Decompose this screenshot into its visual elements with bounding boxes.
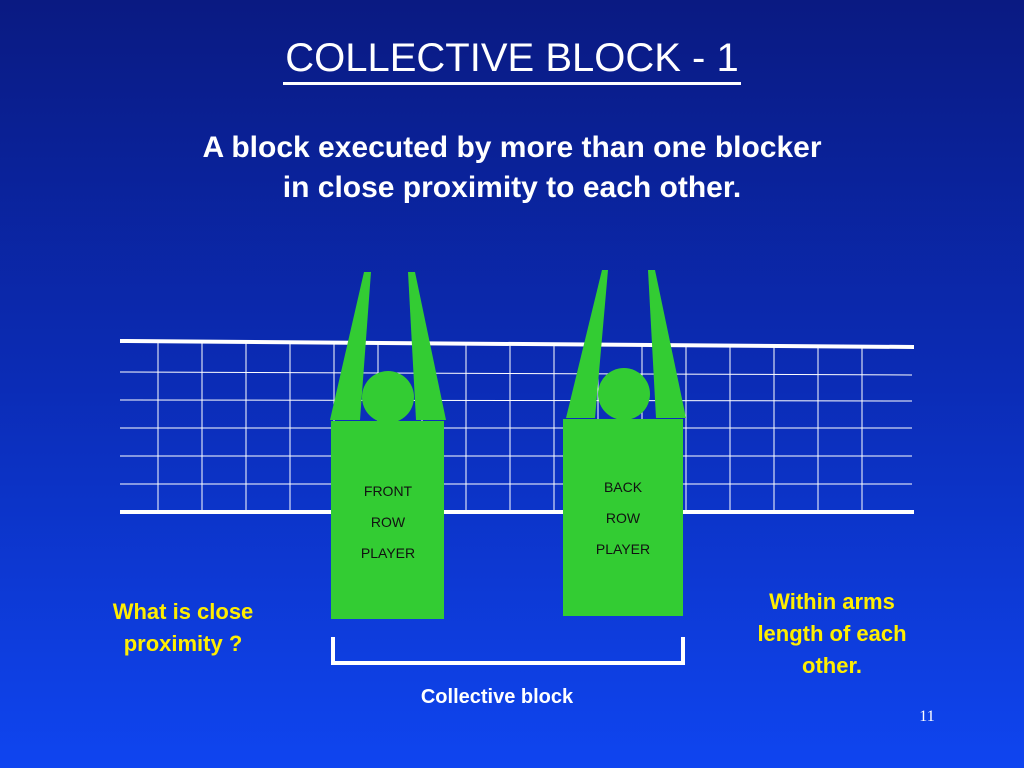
- front-player-label-line-3: PLAYER: [360, 545, 416, 561]
- close-proximity-question: What is close proximity ?: [70, 596, 296, 660]
- front-player-label-line-1: FRONT: [363, 483, 413, 499]
- back-player-label-line-1: BACK: [603, 479, 643, 495]
- front-player-left-arm: [330, 272, 371, 420]
- arms-length-answer: Within arms length of each other.: [720, 586, 944, 682]
- back-player-label-line-2: ROW: [605, 510, 641, 526]
- back-player-label: BACK ROW PLAYER: [567, 472, 679, 565]
- front-player-right-arm: [408, 272, 446, 420]
- question-line-2: proximity ?: [123, 631, 243, 656]
- back-player-label-line-3: PLAYER: [595, 541, 651, 557]
- slide-title: COLLECTIVE BLOCK - 1: [0, 30, 1024, 86]
- subtitle-line-1: A block executed by more than one blocke…: [202, 131, 822, 164]
- slide-number: 11: [919, 708, 935, 725]
- back-player-right-arm: [648, 270, 686, 418]
- front-player-head: [362, 371, 414, 423]
- net-mesh: [119, 342, 913, 512]
- answer-line-3: other.: [802, 653, 862, 678]
- back-player-left-arm: [566, 270, 608, 418]
- back-row-player: [563, 270, 686, 616]
- answer-line-2: length of each: [757, 621, 907, 646]
- question-line-1: What is close: [112, 599, 254, 624]
- front-player-label-line-2: ROW: [370, 514, 406, 530]
- collective-block-label: Collective block: [420, 686, 574, 708]
- front-player-label: FRONT ROW PLAYER: [332, 476, 444, 569]
- net-top-band: [119, 339, 915, 349]
- back-player-body: [563, 419, 683, 616]
- volleyball-net: [119, 339, 915, 514]
- front-player-body: [331, 421, 444, 619]
- front-row-player: [330, 272, 446, 619]
- slide-title-text: COLLECTIVE BLOCK - 1: [283, 34, 741, 85]
- answer-line-1: Within arms: [769, 589, 895, 614]
- subtitle-line-2: in close proximity to each other.: [282, 171, 742, 204]
- collective-block-bracket: [331, 637, 685, 665]
- slide-subtitle: A block executed by more than one blocke…: [0, 128, 1024, 208]
- back-player-head: [598, 368, 650, 420]
